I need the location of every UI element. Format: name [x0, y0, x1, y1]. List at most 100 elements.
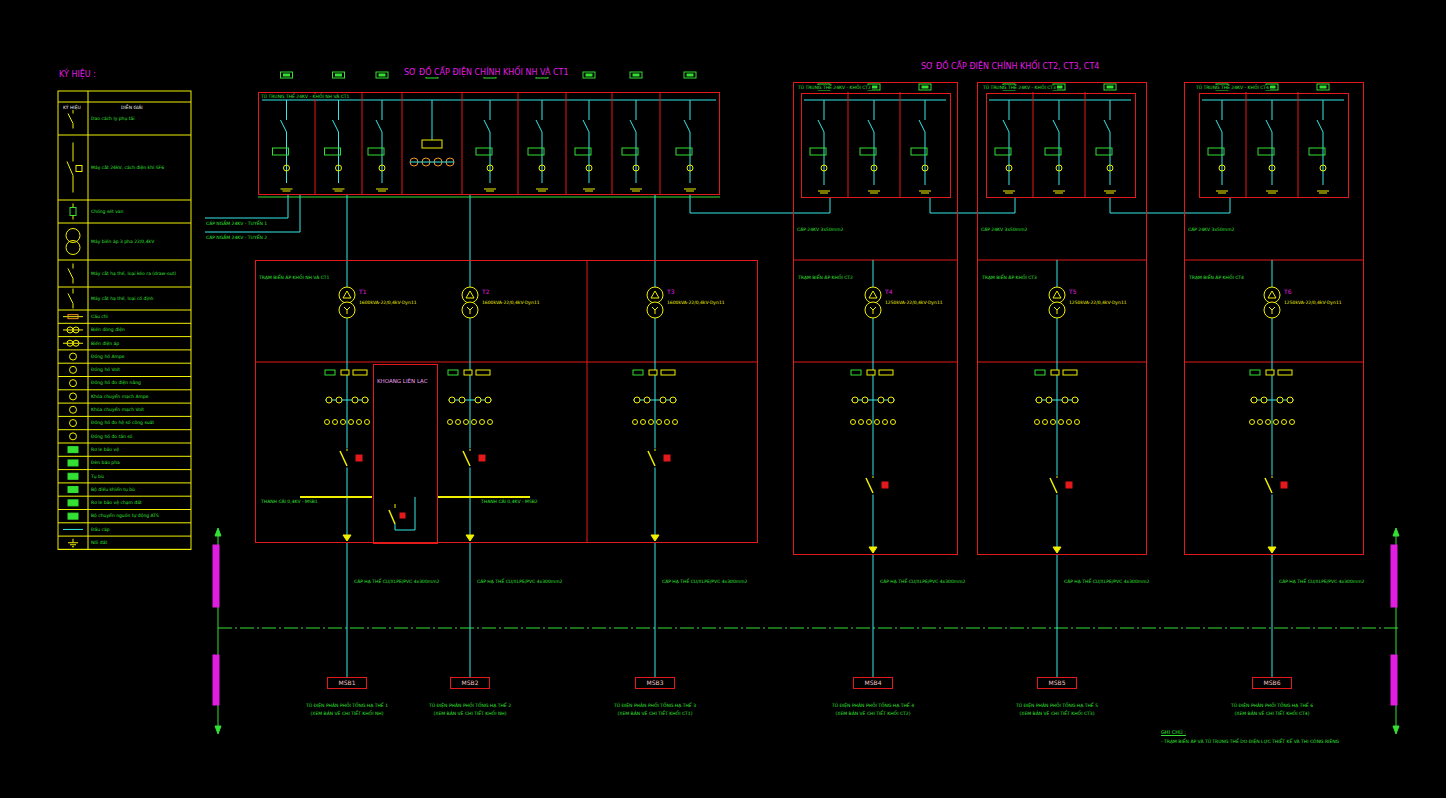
- wire: [58, 416, 191, 417]
- cable-connector: [1272, 555, 1273, 677]
- wire: [1184, 260, 1364, 261]
- symbol-circle: [475, 397, 481, 403]
- wire: [470, 449, 471, 451]
- symbol-rect: [575, 148, 591, 155]
- symbol-circle: [1006, 165, 1012, 171]
- symbol-path: [205, 195, 300, 232]
- wire: [848, 92, 849, 197]
- label-anchor: TỦ ĐIỆN PHÂN PHỐI TỔNG HẠ THẾ 6: [1230, 692, 1314, 711]
- symbol-rect: [68, 473, 78, 479]
- symbol-rect: [867, 370, 875, 375]
- wire: [58, 200, 191, 201]
- drawing-label: KÝ HIỆU :: [58, 70, 97, 79]
- wire: [382, 132, 383, 183]
- wire: [58, 536, 191, 537]
- symbol-circle: [1075, 420, 1080, 425]
- symbol-rect: [633, 370, 643, 375]
- drawing-label: THANH CÁI 0,4KV - MSB2: [480, 499, 539, 504]
- wire: [536, 189, 548, 190]
- wire: [333, 120, 339, 132]
- wire: [818, 120, 824, 132]
- wire: [73, 539, 74, 543]
- wire: [1110, 100, 1111, 120]
- symbol-rect: [649, 370, 657, 375]
- symbol-path: [215, 528, 221, 536]
- wire: [58, 456, 191, 457]
- label-anchor: T6: [1283, 279, 1292, 298]
- label-anchor: THANH CÁI 0,4KV - MSB2: [480, 488, 539, 507]
- symbol-circle: [1062, 397, 1068, 403]
- symbol-circle: [1046, 397, 1052, 403]
- wire: [63, 316, 83, 317]
- cable-label: CÁP HẠ THẾ CU/XLPE/PVC 4x300mm2: [1063, 579, 1150, 584]
- wire: [583, 120, 589, 132]
- wire: [58, 469, 191, 470]
- symbol-rect: [213, 545, 219, 607]
- drawing-label: DIỄN GIẢI: [120, 105, 144, 110]
- symbol-circle: [67, 327, 73, 333]
- equipment-enclosure: TỦ TRUNG THẾ 24KV - KHỐI CT3TRẠM BIẾN ÁP…: [977, 82, 1147, 555]
- drawing-label: TỦ ĐIỆN PHÂN PHỐI TỔNG HẠ THẾ 6: [1230, 703, 1314, 708]
- symbol-circle: [673, 420, 678, 425]
- symbol-circle: [586, 165, 592, 171]
- symbol-circle: [875, 420, 880, 425]
- wire: [333, 189, 345, 190]
- drawing-label: (XEM BẢN VẼ CHI TIẾT KHỐI CT1): [617, 711, 694, 716]
- board-name: MSB2: [461, 680, 480, 687]
- symbol-circle: [1107, 165, 1113, 171]
- wire: [73, 304, 74, 309]
- label-anchor: TỦ ĐIỆN PHÂN PHỐI TỔNG HẠ THẾ 1: [305, 692, 389, 711]
- cable-label: CÁP HẠ THẾ CU/XLPE/PVC 4x300mm2: [1278, 579, 1365, 584]
- legend-text: Đồng hồ đo hệ số công suất: [91, 420, 186, 425]
- symbol-rect: [333, 72, 345, 78]
- equipment-enclosure: TỦ TRUNG THẾ 24KV - KHỐI CT2: [801, 93, 951, 198]
- wire: [58, 496, 191, 497]
- symbol-circle: [1035, 420, 1040, 425]
- wire: [1317, 120, 1323, 132]
- legend-text: Đồng hồ đo điện năng: [91, 380, 186, 385]
- wire: [587, 260, 588, 543]
- label-anchor: T2: [481, 279, 490, 298]
- wire: [630, 120, 636, 132]
- symbol-circle: [660, 397, 666, 403]
- wire: [684, 189, 696, 190]
- symbol-circle: [1282, 420, 1287, 425]
- label-anchor: CÁP NGẦM 24KV - TUYẾN 1: [205, 210, 268, 229]
- symbol-circle: [480, 420, 485, 425]
- wire: [1104, 120, 1110, 132]
- symbol-circle: [339, 302, 355, 318]
- symbol-rect: [70, 208, 76, 216]
- wire: [1184, 362, 1364, 363]
- legend-row: Đèn báo pha: [91, 460, 186, 465]
- symbol-circle: [878, 397, 884, 403]
- legend-text: Rơ le bảo vệ: [91, 447, 186, 452]
- wire: [463, 451, 470, 466]
- symbol-circle: [867, 420, 872, 425]
- wire: [490, 132, 491, 183]
- wire: [1218, 193, 1226, 194]
- drawing-label: - TRẠM BIẾN ÁP VÀ TỦ TRUNG THẾ DO ĐIỆN L…: [1160, 739, 1340, 744]
- wire: [1104, 191, 1116, 192]
- symbol-path: [1053, 547, 1061, 553]
- symbol-circle: [1251, 397, 1257, 403]
- legend-row: Khóa chuyển mạch Ampe: [91, 394, 186, 399]
- wire: [58, 260, 191, 261]
- enclosure-heading: TRẠM BIẾN ÁP KHỐI CT4: [1188, 275, 1245, 280]
- drawing-label: T6: [1283, 289, 1292, 296]
- symbol-circle: [336, 397, 342, 403]
- symbol-rect: [1096, 148, 1112, 155]
- wire: [632, 191, 640, 192]
- symbol-path: [869, 547, 877, 553]
- symbol-path: [205, 195, 288, 218]
- symbol-path: [1269, 307, 1275, 314]
- wire: [58, 482, 191, 483]
- cable-label: CÁP HẠ THẾ CU/XLPE/PVC 4x300mm2: [476, 579, 563, 584]
- wire: [1266, 120, 1272, 132]
- label-anchor: - TRẠM BIẾN ÁP VÀ TỦ TRUNG THẾ DO ĐIỆN L…: [1160, 728, 1340, 747]
- symbol-rect: [476, 370, 490, 375]
- board-name: MSB5: [1048, 680, 1067, 687]
- label-anchor: T1: [358, 279, 367, 298]
- wire: [283, 191, 291, 192]
- symbol-rect: [68, 447, 78, 453]
- wire: [73, 124, 74, 129]
